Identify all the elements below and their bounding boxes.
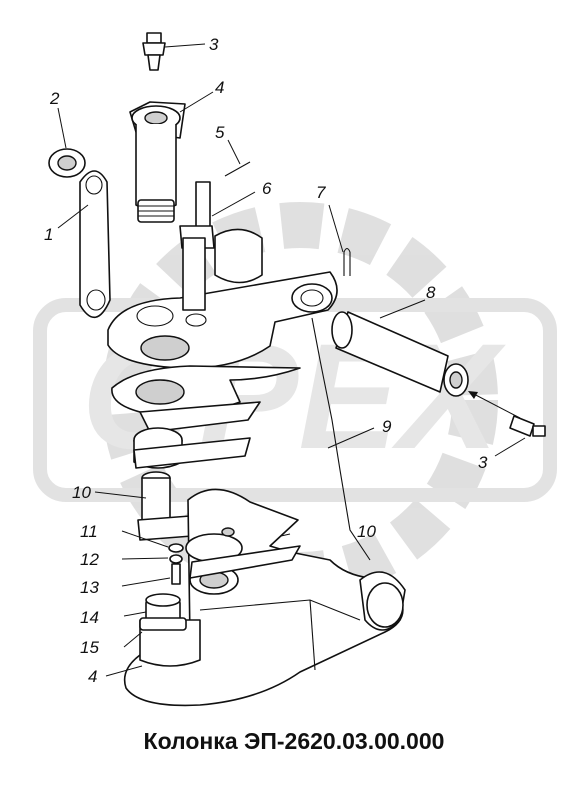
callout-10-lower: 10 — [357, 522, 376, 541]
callout-2: 2 — [49, 89, 60, 108]
part-2-washer — [48, 148, 86, 178]
callout-14: 14 — [80, 608, 99, 627]
part-10-shaft — [137, 471, 193, 541]
part-5-spring-pin — [224, 161, 251, 177]
callout-11: 11 — [80, 522, 98, 541]
callout-13: 13 — [80, 578, 99, 597]
callout-12: 12 — [80, 550, 99, 569]
upper-bracket — [107, 228, 338, 369]
part-7-cotter-pin — [343, 247, 351, 276]
cam-plate-middle — [111, 365, 301, 433]
roller-assembly — [185, 527, 301, 595]
part-8-axle — [331, 311, 469, 397]
callout-3-right: 3 — [478, 453, 488, 472]
part-14-15-castle-nut — [139, 593, 187, 631]
callout-5: 5 — [215, 123, 225, 142]
part-4-bushing-upper — [129, 101, 186, 223]
part-3-grease-fitting-right — [509, 415, 546, 437]
callout-10-upper: 10 — [72, 483, 91, 502]
callout-9: 9 — [382, 417, 392, 436]
callout-4-bottom: 4 — [88, 667, 97, 686]
part-13-bolt — [171, 563, 181, 585]
part-1-link-plate — [79, 170, 111, 319]
callout-3-top: 3 — [209, 35, 219, 54]
callout-8: 8 — [426, 283, 436, 302]
callout-15: 15 — [80, 638, 99, 657]
callout-7: 7 — [316, 183, 326, 202]
part-11-12-washers — [168, 543, 184, 564]
callout-1: 1 — [44, 225, 53, 244]
diagram-caption: Колонка ЭП-2620.03.00.000 — [143, 728, 445, 754]
lower-sleeve — [133, 427, 251, 469]
part-3-grease-fitting-top — [142, 32, 166, 71]
callout-4-top: 4 — [215, 78, 224, 97]
callout-6: 6 — [262, 179, 272, 198]
